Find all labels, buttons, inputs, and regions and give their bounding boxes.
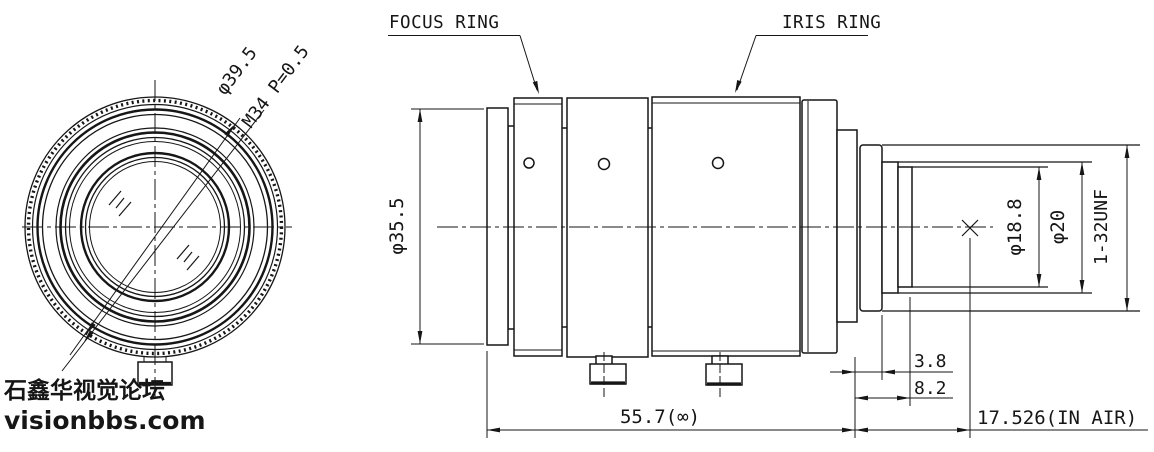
- middle-barrel: [566, 97, 649, 397]
- dim-rear-inner: φ18.8: [1004, 167, 1042, 287]
- leader-arrow: [735, 79, 742, 93]
- dim-flange-distance: 17.526(IN AIR): [855, 407, 1148, 433]
- barrel-set-screw: [597, 157, 611, 171]
- front-outer-diameter-text: φ39.5: [212, 43, 261, 99]
- dim-mount-thread: 1-32UNF: [1091, 145, 1130, 311]
- focus-ring-label-text: FOCUS RING: [389, 13, 499, 33]
- rear-inner-diameter-text: φ18.8: [1004, 198, 1026, 255]
- dimension-arrow: [86, 322, 96, 334]
- dim-rear-outer: φ20: [1047, 162, 1085, 293]
- front-view: φ39.5 M34 P=0.5: [22, 41, 314, 397]
- side-view: [437, 96, 1140, 438]
- mount-thread-ring: [859, 144, 883, 312]
- leader-arrow: [532, 80, 539, 94]
- flange-distance-text: 17.526(IN AIR): [977, 407, 1137, 429]
- dim-front-diameter: φ35.5: [386, 108, 484, 345]
- mount-length-text: 8.2: [914, 378, 947, 399]
- mount-step: [836, 129, 858, 323]
- rear-mount-assembly: [801, 99, 1140, 354]
- body-length-text: 55.7(∞): [620, 406, 700, 428]
- watermark: 石鑫华视觉论坛 visionbbs.com: [3, 377, 206, 435]
- dim-mount-length: 8.2: [855, 378, 953, 401]
- iris-ring-label: IRIS RING: [735, 13, 881, 93]
- rear-tube: [882, 144, 1140, 312]
- glass-reflection-marks: [108, 190, 200, 271]
- lock-screw-1: [589, 352, 627, 397]
- rear-outer-diameter-text: φ20: [1047, 210, 1069, 244]
- focus-ring-label: FOCUS RING: [388, 13, 539, 94]
- dim-body-length: 55.7(∞): [487, 406, 855, 433]
- watermark-site-url: visionbbs.com: [4, 406, 206, 435]
- dimension-arrow: [84, 330, 94, 342]
- iris-ring: [651, 96, 801, 399]
- step-length-text: 3.8: [914, 351, 947, 372]
- lock-screw-2: [705, 352, 743, 399]
- front-diameter-text: φ35.5: [386, 197, 408, 254]
- focus-ring-screw: [523, 157, 535, 169]
- front-centerlines: [22, 80, 292, 397]
- dimension-arrow: [224, 125, 234, 137]
- mount-thread-text: 1-32UNF: [1091, 189, 1112, 265]
- iris-ring-screw: [711, 156, 725, 170]
- watermark-forum-name: 石鑫华视觉论坛: [3, 377, 165, 404]
- image-plane-marker: [961, 219, 979, 438]
- dim-step-length: 3.8: [830, 351, 953, 375]
- iris-ring-label-text: IRIS RING: [782, 13, 881, 33]
